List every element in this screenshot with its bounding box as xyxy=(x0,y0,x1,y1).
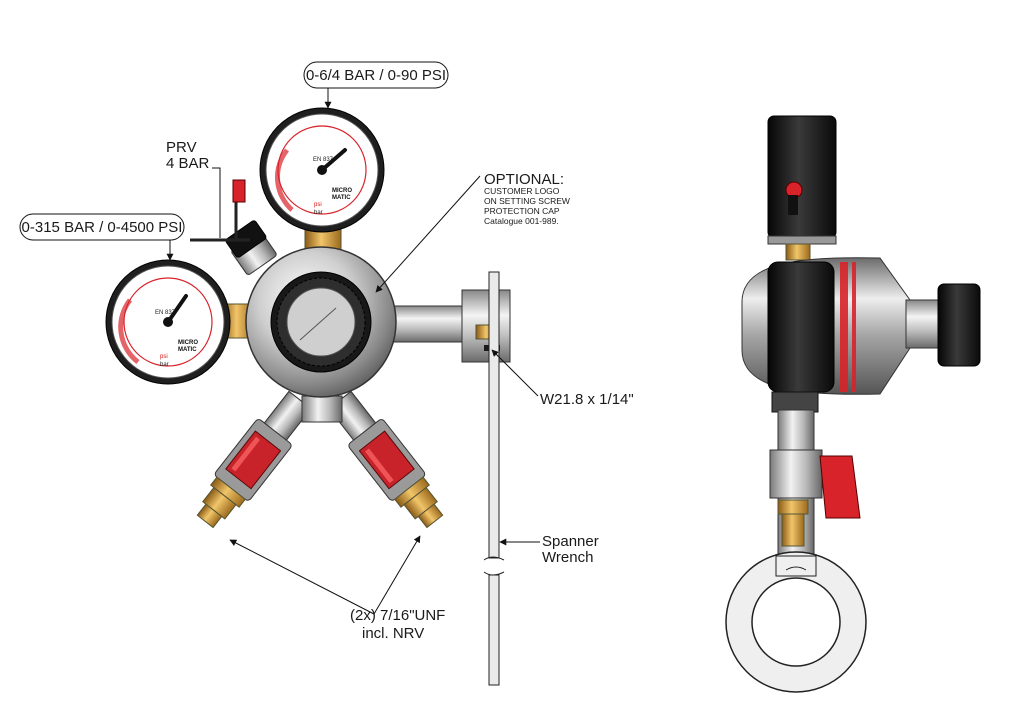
side-view xyxy=(725,115,981,693)
prv-label-line2: 4 BAR xyxy=(166,155,210,172)
optional-line3: PROTECTION CAP xyxy=(484,206,560,216)
high-gauge-brand-2: MATIC xyxy=(178,347,197,353)
spanner-label-line2: Wrench xyxy=(542,549,593,566)
callout-low-gauge: 0-6/4 BAR / 0-90 PSI xyxy=(303,61,449,89)
front-view: EN 837 MICRO MATIC psi bar EN 837 MICRO … xyxy=(105,107,511,686)
spanner-wrench xyxy=(483,271,505,686)
optional-line1: CUSTOMER LOGO xyxy=(484,186,560,196)
spanner-label-line1: Spanner xyxy=(542,533,599,550)
high-gauge-psi: psi xyxy=(160,354,168,360)
side-shutoff-lever xyxy=(819,455,861,519)
optional-title: OPTIONAL: xyxy=(484,171,564,188)
outlet-left xyxy=(196,390,312,529)
low-gauge-brand-2: MATIC xyxy=(332,195,351,201)
high-pressure-gauge: EN 837 MICRO MATIC psi bar xyxy=(105,259,231,385)
high-gauge-bar: bar xyxy=(160,362,169,368)
high-gauge-brand-1: MICRO xyxy=(178,340,198,346)
optional-line2: ON SETTING SCREW xyxy=(484,196,570,206)
side-spanner-ring xyxy=(725,551,867,693)
thread-label: W21.8 x 1/14" xyxy=(540,391,634,408)
inlet-arm xyxy=(387,305,467,343)
outlet-label-line2: incl. NRV xyxy=(362,625,424,642)
prv-label-line1: PRV xyxy=(166,139,197,156)
side-gauge xyxy=(767,115,837,239)
optional-line4: Catalogue 001-989. xyxy=(484,216,559,226)
leader-lines xyxy=(166,88,540,615)
low-gauge-range-label: 0-6/4 BAR / 0-90 PSI xyxy=(306,67,446,84)
low-gauge-brand-1: MICRO xyxy=(332,188,352,194)
outlet-hub xyxy=(301,395,343,423)
svg-text:EN 837: EN 837 xyxy=(313,157,334,163)
prv-valve xyxy=(190,179,277,275)
svg-text:EN 837: EN 837 xyxy=(155,310,176,316)
low-pressure-gauge: EN 837 MICRO MATIC psi bar xyxy=(259,107,385,233)
outlet-right xyxy=(328,390,444,529)
side-adjust-knob xyxy=(937,283,981,367)
outlet-label-line1: (2x) 7/16"UNF xyxy=(350,607,445,624)
low-gauge-psi: psi xyxy=(314,202,322,208)
callout-high-gauge: 0-315 BAR / 0-4500 PSI xyxy=(19,213,185,241)
low-gauge-bar: bar xyxy=(314,210,323,216)
high-gauge-range-label: 0-315 BAR / 0-4500 PSI xyxy=(22,219,183,236)
